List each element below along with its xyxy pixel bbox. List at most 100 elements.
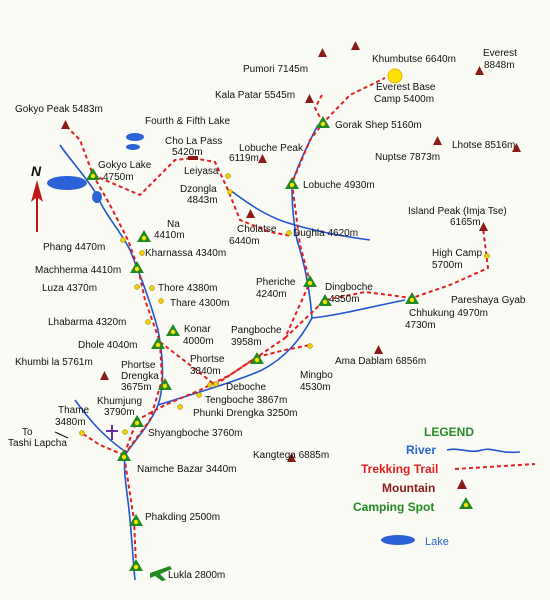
trail-kala-patar (313, 94, 324, 124)
label-thame: Thame (58, 405, 90, 416)
monastery-icon (106, 425, 118, 440)
mountain-gokyo-peak (61, 120, 70, 129)
label-shyangboche: Shyangboche 3760m (148, 428, 243, 439)
label-dhole: Dhole 4040m (78, 340, 137, 351)
river-dudh-koshi (96, 194, 164, 581)
dot-tengboche (196, 392, 202, 398)
mountain-khumbutse (351, 41, 360, 50)
river-bhote-koshi (74, 399, 124, 451)
camp-phortse-drengka (158, 378, 172, 390)
camp-pheriche (303, 275, 317, 287)
camp-konar (166, 324, 180, 336)
label-cholatse: Cholatse (237, 224, 277, 235)
dot-thare (158, 298, 164, 304)
dot-lhabarma (145, 319, 151, 325)
label-na-alt: 4410m (154, 230, 185, 241)
dot-mingbo (307, 343, 313, 349)
label-thore: Thore 4380m (158, 283, 217, 294)
label-dzongla: Dzongla (180, 184, 217, 195)
label-khumbi-la: Khumbi la 5761m (15, 357, 93, 368)
dot-leiyasa (225, 173, 231, 179)
mountains (61, 41, 521, 489)
label-kala-patar: Kala Patar 5545m (215, 90, 295, 101)
label-to-tashi-alt: Tashi Lapcha (8, 438, 67, 449)
camp-na (137, 230, 151, 242)
label-phortse: Phortse (190, 354, 225, 365)
camp-dhole (151, 337, 165, 349)
mountain-ama-dablam (374, 345, 383, 354)
camp-pangboche (250, 352, 264, 364)
label-lukla: Lukla 2800m (168, 570, 225, 581)
dot-thore (149, 285, 155, 291)
label-dzongla-alt: 4843m (187, 195, 218, 206)
label-kharnassa: Kharnassa 4340m (145, 248, 226, 259)
mountain-pumori (318, 48, 327, 57)
legend-trail-line (454, 463, 536, 470)
everest-base-camp-marker (387, 68, 403, 84)
label-pareshaya-gyab: Pareshaya Gyab (451, 295, 526, 306)
label-khumjung-alt: 3790m (104, 407, 135, 418)
camp-lobuche (285, 177, 299, 189)
lake-upper-gokyo (92, 191, 102, 203)
label-lobuche: Lobuche 4930m (303, 180, 375, 191)
label-kangtega: Kangtega 6885m (253, 450, 329, 461)
label-everest-bc: Everest Base (376, 82, 436, 93)
camps (86, 116, 473, 571)
label-gorak-shep: Gorak Shep 5160m (335, 120, 422, 131)
dot-phortse (213, 381, 219, 387)
compass-arrow-icon (31, 180, 43, 202)
mountain-island-peak (479, 222, 488, 231)
legend: LEGEND River Trekking Trail Mountain Cam… (353, 425, 536, 548)
label-khumjung: Khumjung (97, 396, 142, 407)
label-everest-alt: 8848m (484, 60, 515, 71)
trail-gokyo (67, 127, 164, 456)
label-mingbo-alt: 4530m (300, 382, 331, 393)
legend-camp-label: Camping Spot (353, 500, 434, 514)
village-dots (79, 173, 490, 436)
trail-thame (79, 431, 125, 456)
dot-phunki (177, 404, 183, 410)
dot-deboche (207, 382, 213, 388)
label-phortse-drengka: Phortse (121, 360, 156, 371)
camp-dingboche (318, 294, 332, 306)
label-pangboche: Pangboche (231, 325, 282, 336)
compass-label: N (31, 163, 42, 179)
label-lhabarma: Lhabarma 4320m (48, 317, 126, 328)
dot-kharnassa (139, 250, 145, 256)
label-leiyasa: Leiyasa (184, 166, 219, 177)
camp-lukla (129, 559, 143, 571)
label-phortse-drengka-2: Drengka (121, 371, 159, 382)
label-khumbutse: Khumbutse 6640m (372, 54, 456, 65)
label-cholatse-alt: 6440m (229, 236, 260, 247)
river-imja (157, 299, 406, 406)
label-island-peak: Island Peak (Imja Tse) (408, 206, 507, 217)
label-tengboche: Tengboche 3867m (205, 395, 287, 406)
dot-phang (120, 237, 126, 243)
label-pheriche: Pheriche (256, 277, 296, 288)
label-gokyo-lake-alt: 4750m (103, 172, 134, 183)
label-gokyo-lake: Gokyo Lake (98, 160, 152, 171)
label-high-camp: High Camp (432, 248, 482, 259)
label-nuptse: Nuptse 7873m (375, 152, 440, 163)
label-konar-alt: 4000m (183, 336, 214, 347)
mountain-everest (475, 66, 484, 75)
label-dingboche: Dingboche (325, 282, 373, 293)
lake-fifth (126, 144, 140, 150)
trail-dingboche-chhukung (284, 227, 490, 339)
label-dughla: Dughla 4620m (293, 228, 358, 239)
label-phortse-drengka-alt: 3675m (121, 382, 152, 393)
mountain-cholatse (246, 209, 255, 218)
label-mingbo: Mingbo (300, 370, 333, 381)
airplane-icon (150, 566, 172, 581)
label-cho-la-pass: Cho La Pass (165, 136, 222, 147)
lake-gokyo (47, 176, 87, 190)
label-luza: Luza 4370m (42, 283, 97, 294)
label-pumori: Pumori 7145m (243, 64, 308, 75)
dot-shyangboche (122, 429, 128, 435)
label-pheriche-alt: 4240m (256, 289, 287, 300)
label-to-tashi: To (22, 427, 33, 438)
label-phunki: Phunki Drengka 3250m (193, 408, 298, 419)
label-lobuche-peak-alt: 6119m (229, 153, 259, 164)
label-cho-la-pass-alt: 5420m (172, 147, 203, 158)
